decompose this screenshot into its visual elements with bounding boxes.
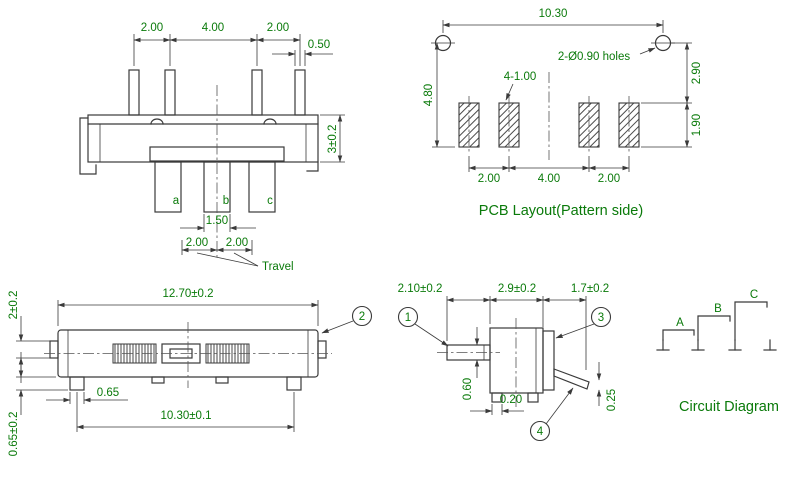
top-view-body xyxy=(44,322,332,391)
front-dim-travel-left: 2.00 xyxy=(186,237,208,249)
top-view-foot-width-dimension: 0.65 xyxy=(46,387,128,404)
side-dim-terminal-thickness: 0.25 xyxy=(606,389,618,411)
balloon-3: 3 xyxy=(555,306,612,339)
side-view-terminal-thickness-dimension: 0.25 xyxy=(596,362,618,411)
balloon-3-label: 3 xyxy=(598,312,604,324)
balloon-4: 4 xyxy=(529,387,574,442)
circuit-contacts xyxy=(662,301,768,341)
pcb-dim-pitch-left: 2.00 xyxy=(478,173,500,185)
pcb-holes xyxy=(431,34,675,52)
front-view-pinb-dimension: 1.50 xyxy=(180,214,256,232)
top-view-tab-dimension: 2±0.2 xyxy=(8,291,50,383)
top-dim-foot-width: 0.65 xyxy=(97,387,119,399)
circuit-label-c: C xyxy=(750,289,758,301)
pcb-view: 10.30 2-Ø0.90 holes 4-1.00 4.80 xyxy=(423,8,703,219)
circuit-view: A B C Circuit Diagram xyxy=(656,289,779,415)
top-view: 12.70±0.2 2±0.2 0.65 10.30±0.1 xyxy=(8,288,373,456)
side-dim-body: 2.9±0.2 xyxy=(498,283,536,295)
pcb-holes-label: 2-Ø0.90 holes xyxy=(558,51,630,63)
top-view-foot-height-dimension: 0.65±0.2 xyxy=(8,352,68,456)
balloon-4-label: 4 xyxy=(537,426,544,438)
pcb-dim-hole-to-pad: 2.90 xyxy=(691,62,703,84)
pcb-pads xyxy=(458,72,640,160)
circuit-label-a: A xyxy=(676,317,684,329)
balloon-1-label: 1 xyxy=(405,312,411,324)
pcb-left-height-dimension: 4.80 xyxy=(423,42,455,148)
front-view-body xyxy=(79,85,319,258)
pcb-pads-label: 4-1.00 xyxy=(504,71,537,83)
side-view-top-dimensions: 2.10±0.2 2.9±0.2 1.7±0.2 xyxy=(398,283,609,370)
front-dim-travel-right: 2.00 xyxy=(226,237,248,249)
pcb-dim-pad-height: 1.90 xyxy=(691,114,703,136)
side-view-stem-height-dimension: 0.60 xyxy=(462,327,480,400)
top-view-width-dimension: 12.70±0.2 xyxy=(57,288,319,326)
circuit-terminals xyxy=(656,339,777,351)
pcb-bottom-dimensions: 2.00 4.00 2.00 xyxy=(468,156,630,185)
front-pin-c-label: c xyxy=(267,195,273,207)
pcb-dim-width: 10.30 xyxy=(539,8,568,20)
top-dim-foot-span: 10.30±0.1 xyxy=(160,410,211,422)
front-view-top-dimensions: 2.00 4.00 2.00 0.50 xyxy=(133,22,333,66)
top-view-foot-span-dimension: 10.30±0.1 xyxy=(76,392,295,432)
pcb-width-dimension: 10.30 xyxy=(442,8,664,33)
top-dim-tab-height: 2±0.2 xyxy=(8,291,20,320)
side-dim-foot-gap: 0.20 xyxy=(500,394,522,406)
front-dim-pitch-mid: 4.00 xyxy=(202,22,224,34)
top-dim-foot-height: 0.65±0.2 xyxy=(8,412,20,457)
front-pin-b-label: b xyxy=(223,195,229,207)
front-pin-a-label: a xyxy=(173,195,180,207)
circuit-label-b: B xyxy=(714,303,722,315)
side-view-foot-gap-dimension: 0.20 xyxy=(470,394,524,415)
pcb-dim-pitch-right: 2.00 xyxy=(598,173,620,185)
front-dim-body-height: 3±0.2 xyxy=(327,125,339,154)
balloon-2-label: 2 xyxy=(359,311,365,323)
front-view-travel-dimension: 2.00 2.00 Travel xyxy=(181,237,294,273)
pcb-dim-pitch-mid: 4.00 xyxy=(538,173,560,185)
side-view-body xyxy=(437,318,590,410)
front-view-height-dimension: 3±0.2 xyxy=(320,114,345,163)
balloon-2: 2 xyxy=(321,305,373,334)
balloon-1: 1 xyxy=(397,306,449,347)
side-view: 2.10±0.2 2.9±0.2 1.7±0.2 0.60 0.20 0.25 xyxy=(397,283,618,442)
pcb-caption: PCB Layout(Pattern side) xyxy=(479,203,643,219)
pcb-dim-left-height: 4.80 xyxy=(423,84,435,106)
side-dim-stem: 2.10±0.2 xyxy=(398,283,443,295)
front-dim-pin-width: 0.50 xyxy=(308,39,330,51)
side-dim-stem-height: 0.60 xyxy=(462,378,474,400)
front-dim-pitch-left: 2.00 xyxy=(141,22,163,34)
circuit-caption: Circuit Diagram xyxy=(679,399,779,415)
front-dim-pinb-width: 1.50 xyxy=(206,215,228,227)
front-travel-label: Travel xyxy=(262,261,294,273)
front-view: a b c 2.00 4.00 2.00 0.50 3±0.2 xyxy=(79,22,345,273)
front-dim-pitch-right: 2.00 xyxy=(267,22,289,34)
pcb-right-dimensions: 2.90 1.90 xyxy=(641,42,703,148)
top-dim-width: 12.70±0.2 xyxy=(162,288,213,300)
side-dim-terminal: 1.7±0.2 xyxy=(571,283,609,295)
